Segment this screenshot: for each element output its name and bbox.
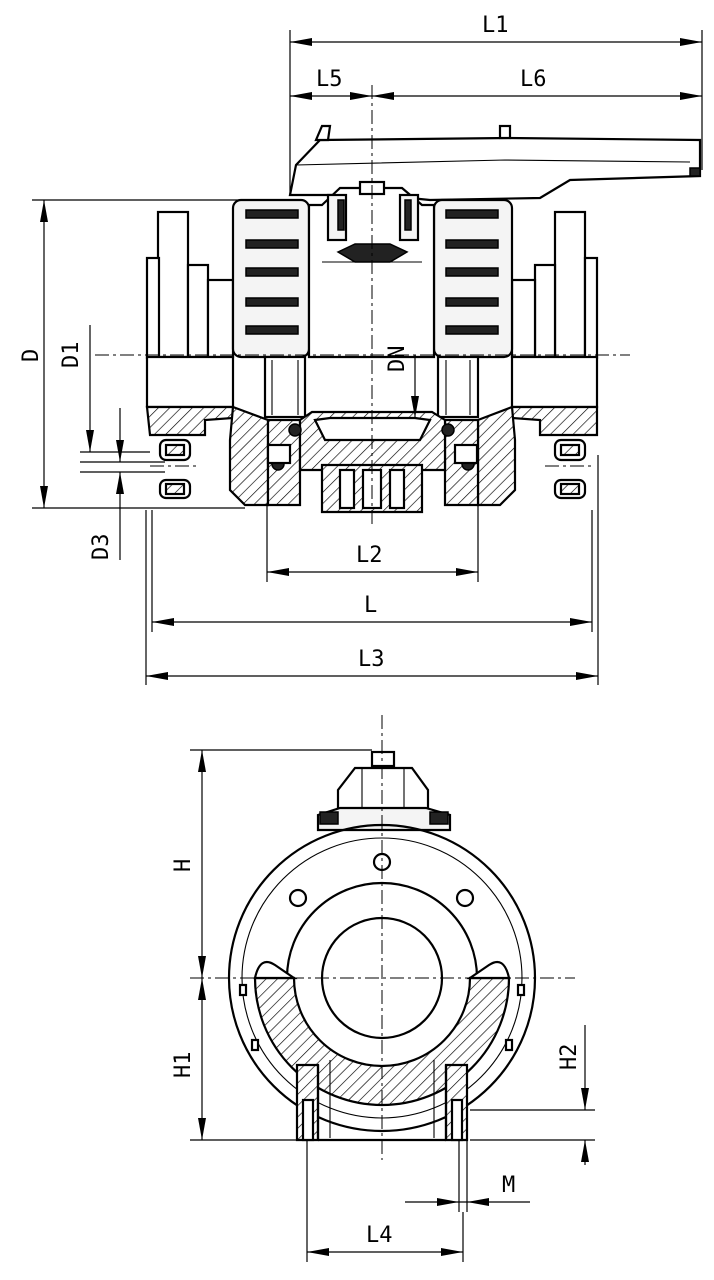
dim-DN: DN [385,346,419,418]
side-view: L1 L5 L6 D D1 [19,13,703,685]
label-H1: H1 [171,1052,196,1079]
dim-L3: L3 [145,455,599,685]
label-L3: L3 [358,647,385,672]
dim-L4: L4 [306,1140,464,1262]
dim-M: M [405,1140,530,1212]
label-D: D [19,349,44,362]
label-H: H [171,859,196,872]
front-view: H H1 H2 M [171,715,595,1262]
label-L6: L6 [520,67,547,92]
left-end-connector [145,210,235,409]
support-legs [295,1060,469,1142]
right-end-connector [510,210,599,409]
dim-L1: L1 [289,13,703,195]
dim-H: H [171,749,372,978]
dim-D3: D3 [80,408,165,560]
dim-D1: D1 [59,325,150,453]
label-M: M [502,1173,515,1198]
dim-D: D [19,199,245,509]
dim-H2: H2 [470,1025,595,1165]
stem-cap [316,750,452,832]
label-L5: L5 [316,67,343,92]
dim-H1: H1 [171,978,300,1141]
label-L4: L4 [366,1223,393,1248]
label-D1: D1 [59,342,84,369]
left-union-nut [231,198,311,419]
dim-L: L [151,510,593,632]
label-H2: H2 [557,1044,582,1071]
right-union-nut [432,198,514,419]
end-seals [158,438,587,500]
label-D3: D3 [89,534,114,561]
label-L2: L2 [356,543,383,568]
label-DN: DN [385,346,410,373]
dim-L2: L2 [266,505,479,582]
label-L1: L1 [482,13,509,38]
dim-L5-L6: L5 L6 [290,67,702,100]
valve-body-section [145,405,599,514]
label-L: L [364,593,377,618]
